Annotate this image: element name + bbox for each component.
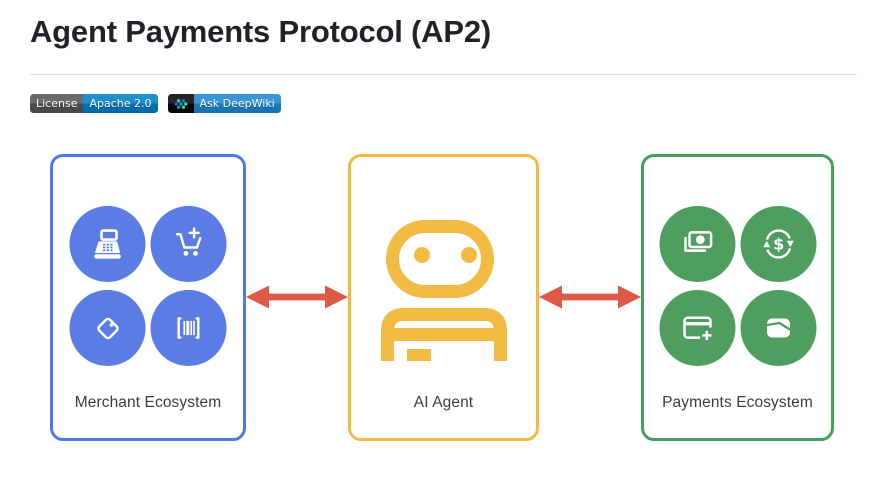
svg-text:$: $ bbox=[773, 235, 784, 254]
badge-row: License Apache 2.0 Ask DeepWiki bbox=[30, 94, 281, 113]
add-shopping-cart-icon bbox=[175, 227, 202, 256]
deepwiki-logo-icon bbox=[174, 98, 188, 109]
ai-agent-box: AI Agent bbox=[348, 154, 539, 441]
payments-icon-grid: $ bbox=[659, 206, 816, 366]
currency-exchange-icon: $ bbox=[762, 229, 794, 259]
merchant-agent-connector bbox=[246, 282, 348, 312]
currency-exchange-circle: $ bbox=[740, 206, 816, 282]
double-arrow-icon bbox=[246, 285, 348, 309]
agent-payments-connector bbox=[539, 282, 641, 312]
banknote-icon bbox=[683, 231, 712, 252]
cash-register-circle bbox=[69, 206, 146, 282]
price-tag-circle bbox=[69, 290, 146, 366]
price-tag-icon bbox=[97, 317, 119, 340]
merchant-icon-grid bbox=[69, 206, 227, 366]
barcode-circle bbox=[150, 290, 227, 366]
wallet-icon bbox=[766, 318, 791, 338]
license-badge[interactable]: License Apache 2.0 bbox=[30, 94, 158, 113]
payments-ecosystem-box: $ Payments Ecosystem bbox=[641, 154, 834, 441]
deepwiki-badge-icon-seg bbox=[167, 94, 194, 113]
add-card-icon bbox=[682, 316, 712, 340]
heading-divider bbox=[30, 74, 857, 75]
merchant-ecosystem-label: Merchant Ecosystem bbox=[74, 394, 222, 411]
merchant-ecosystem-box: Merchant Ecosystem bbox=[50, 154, 246, 441]
banknote-circle bbox=[659, 206, 735, 282]
barcode-icon bbox=[177, 317, 200, 339]
double-arrow-icon bbox=[539, 285, 641, 309]
ai-agent-label: AI Agent bbox=[413, 394, 474, 411]
robot-icon bbox=[380, 220, 507, 361]
payments-ecosystem-label: Payments Ecosystem bbox=[662, 394, 813, 411]
cash-register-icon bbox=[94, 229, 121, 259]
license-badge-value: Apache 2.0 bbox=[83, 94, 158, 113]
page-title: Agent Payments Protocol (AP2) bbox=[30, 14, 492, 49]
add-shopping-cart-circle bbox=[150, 206, 227, 282]
add-card-circle bbox=[659, 290, 735, 366]
license-badge-label: License bbox=[30, 94, 84, 113]
deepwiki-badge-label: Ask DeepWiki bbox=[193, 94, 281, 113]
deepwiki-badge[interactable]: Ask DeepWiki bbox=[167, 94, 281, 113]
wallet-circle bbox=[740, 290, 816, 366]
